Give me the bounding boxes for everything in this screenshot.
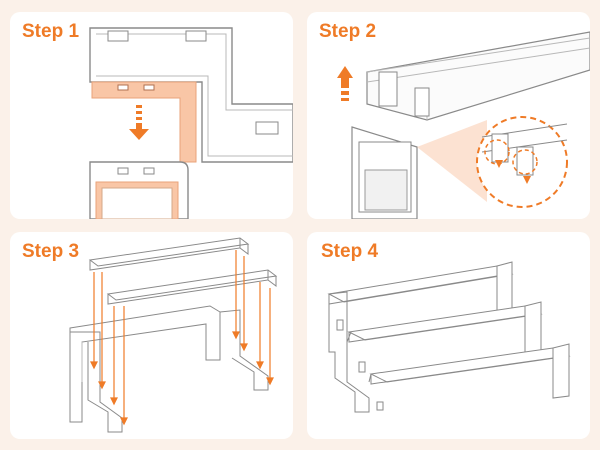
step-2-illustration [337, 31, 590, 219]
step-1-illustration [89, 27, 293, 219]
step-4-panel: Step 4 [307, 232, 590, 439]
step-2-label: Step 2 [319, 21, 377, 42]
step-4-illustration [327, 261, 571, 413]
step-2-panel: Step 2 [307, 12, 590, 219]
step-3-label: Step 3 [22, 241, 80, 262]
step-1-label: Step 1 [22, 21, 80, 42]
up-arrow-icon [337, 66, 353, 101]
step-4-label: Step 4 [321, 241, 379, 262]
down-arrow-icon [129, 105, 149, 140]
step-1-panel: Step 1 [10, 12, 293, 219]
step-3-panel: Step 3 [10, 232, 293, 439]
step-3-illustration [69, 237, 278, 433]
